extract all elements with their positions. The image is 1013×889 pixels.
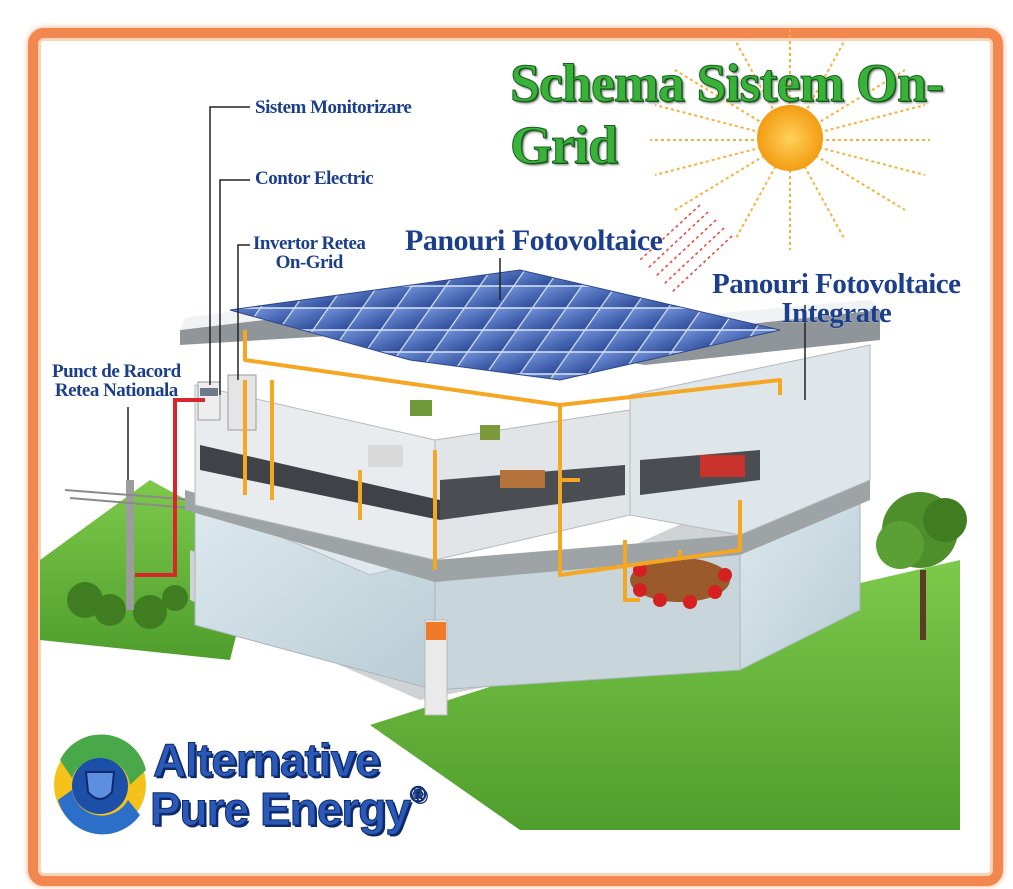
label-electric-meter: Contor Electric bbox=[255, 168, 374, 189]
logo-line2: Pure Energy® bbox=[150, 782, 427, 836]
label-integrated-line2: Integrate bbox=[781, 297, 892, 329]
label-grid-line1: Punct de Racord bbox=[52, 361, 181, 382]
label-integrated-pv-panels: Panouri Fotovoltaice Integrate bbox=[712, 270, 961, 328]
label-grid-connection: Punct de Racord Retea Nationala bbox=[52, 362, 181, 400]
tree-icon bbox=[876, 492, 967, 640]
label-pv-panels: Panouri Fotovoltaice bbox=[405, 224, 663, 257]
label-integrated-line1: Panouri Fotovoltaice bbox=[712, 268, 961, 300]
sun-icon bbox=[639, 30, 930, 293]
label-inverter-line2: On-Grid bbox=[275, 252, 344, 273]
logo-line1: Alternative bbox=[153, 734, 382, 787]
registered-mark: ® bbox=[409, 782, 426, 808]
diagram-title: Schema Sistem On-Grid bbox=[510, 53, 945, 176]
label-inverter-line1: Invertor Retea bbox=[253, 233, 366, 254]
logo-emblem-icon bbox=[54, 734, 146, 835]
logo-line2-text: Pure Energy bbox=[150, 783, 412, 836]
label-inverter: Invertor Retea On-Grid bbox=[253, 233, 366, 273]
label-grid-line2: Retea Nationala bbox=[54, 380, 178, 401]
label-monitoring-system: Sistem Monitorizare bbox=[255, 97, 412, 118]
